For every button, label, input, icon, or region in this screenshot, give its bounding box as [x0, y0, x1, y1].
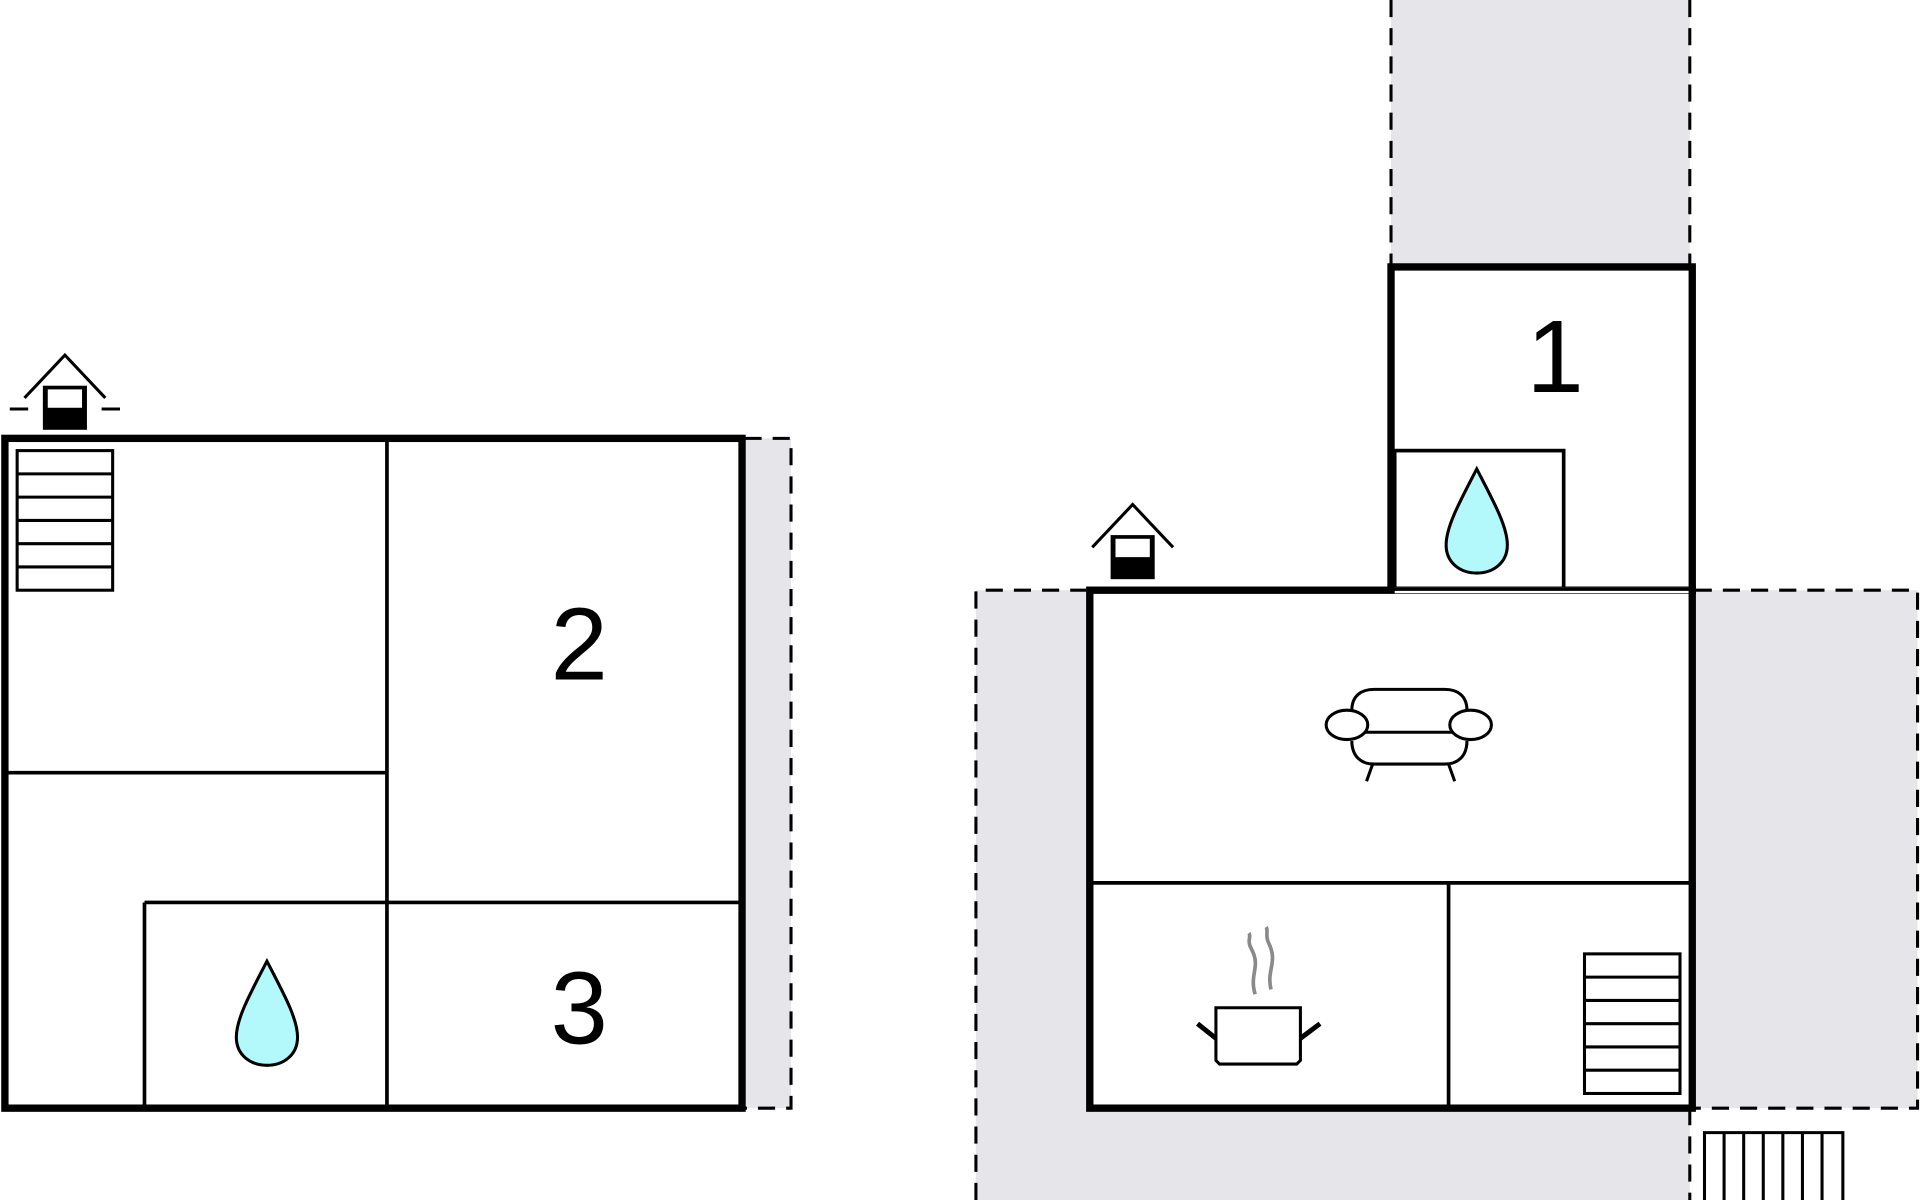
- entrance-icon: [1090, 502, 1175, 581]
- stairs-icon: [15, 449, 115, 592]
- outdoor-area-border: [744, 436, 793, 1110]
- room-label-1: 1: [1527, 299, 1584, 414]
- outdoor-area-top: [1391, 0, 1690, 265]
- outdoor-area-right: [1694, 590, 1918, 1109]
- deck-stairs-icon: [1702, 1131, 1845, 1200]
- outdoor-area-left: [975, 590, 1089, 1200]
- stairs-icon: [1582, 952, 1682, 1095]
- outdoor-area-right: [744, 438, 792, 1109]
- upper-floor: 1: [974, 0, 1920, 1200]
- room-label-2: 2: [551, 587, 608, 702]
- outdoor-area-borders: [974, 0, 1920, 1200]
- sofa-icon: [1324, 687, 1493, 782]
- outdoor-area-bottom: [975, 1108, 1690, 1200]
- entrance-icon: [9, 353, 120, 432]
- kitchen-pot-icon: [1196, 925, 1322, 1066]
- ground-floor: 2 3: [1, 353, 793, 1112]
- room-label-3: 3: [551, 950, 608, 1065]
